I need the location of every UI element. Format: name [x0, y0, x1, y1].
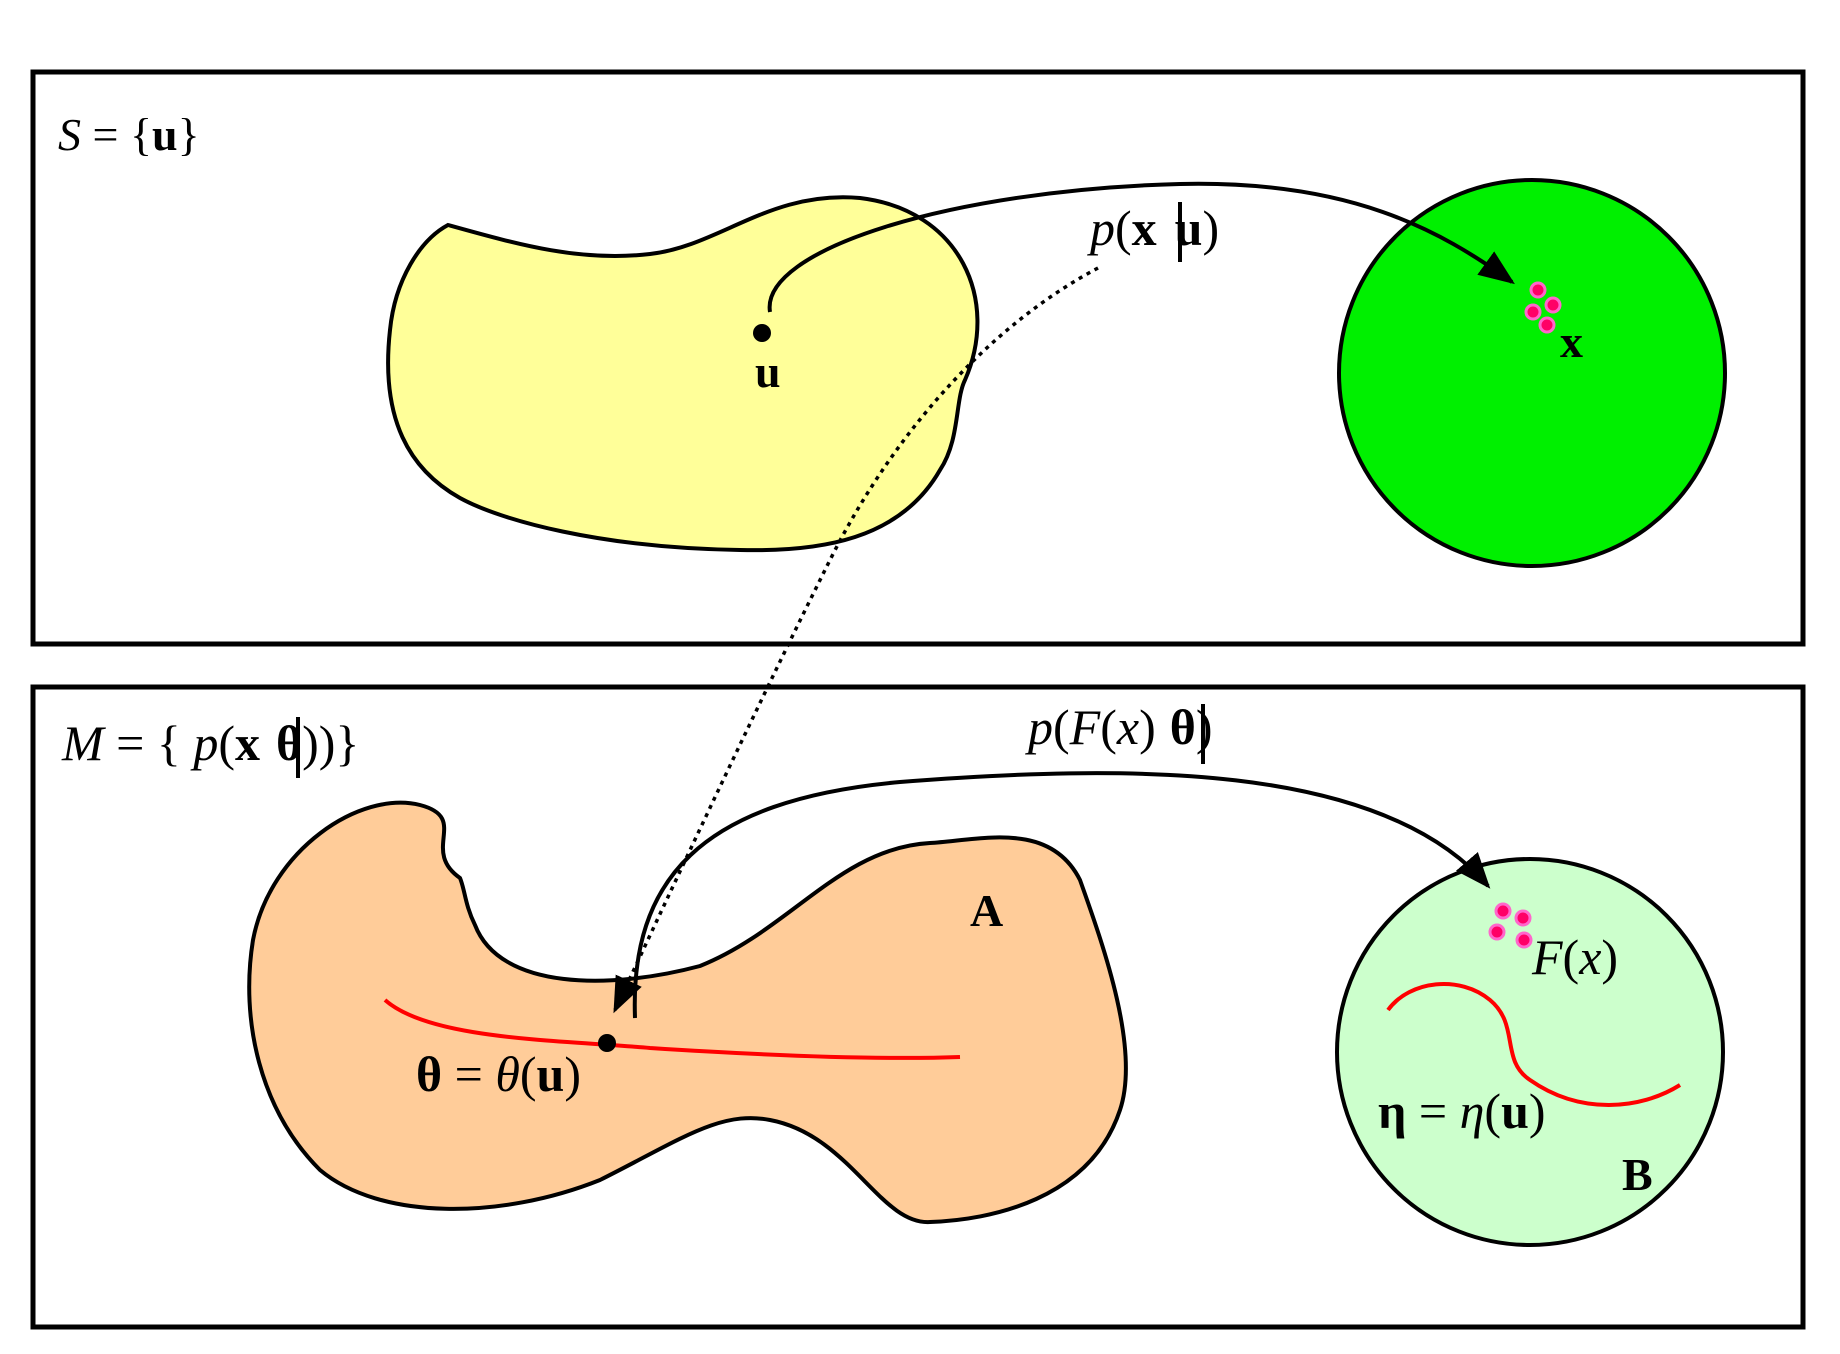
region-label-B: B [1622, 1149, 1653, 1200]
sample-dot [1544, 296, 1562, 314]
sample-dot [1488, 923, 1506, 941]
point-u-label: u [755, 346, 781, 397]
arrow-u-to-x [767, 181, 1515, 313]
bottom-panel: M = { p(xθ))} θ = θ(u) A p(F(x)θ) [30, 684, 1806, 1330]
Fx-label: F(x) [1531, 929, 1618, 985]
theta-equation: θ = θ(u) [416, 1046, 581, 1102]
red-curve-eta [1386, 982, 1682, 1107]
light-green-circle-B [1335, 857, 1725, 1247]
point-theta [598, 1034, 616, 1052]
yellow-parameter-region [386, 195, 980, 553]
dotted-arrow-to-theta [613, 266, 1099, 1014]
sample-dot [1538, 316, 1556, 334]
red-curve-theta [383, 998, 961, 1060]
arrow-label-p-Fx-given-theta: p(F(x)θ) [1025, 699, 1212, 755]
sample-points-Fx [1488, 902, 1533, 949]
sample-dot [1524, 303, 1542, 321]
sample-label-x: x [1560, 316, 1583, 367]
eta-equation: η = η(u) [1378, 1083, 1546, 1139]
top-panel-label: S = {u} [58, 109, 200, 160]
green-sample-circle [1337, 178, 1727, 568]
sample-dot [1515, 931, 1533, 949]
region-label-A: A [970, 885, 1003, 936]
arrow-theta-to-Fx [632, 771, 1491, 1019]
sample-dot [1494, 902, 1512, 920]
orange-model-region-A [247, 800, 1128, 1225]
sample-points-x [1524, 281, 1562, 334]
point-u [753, 324, 771, 342]
sample-dot [1529, 281, 1547, 299]
sample-dot [1514, 909, 1532, 927]
